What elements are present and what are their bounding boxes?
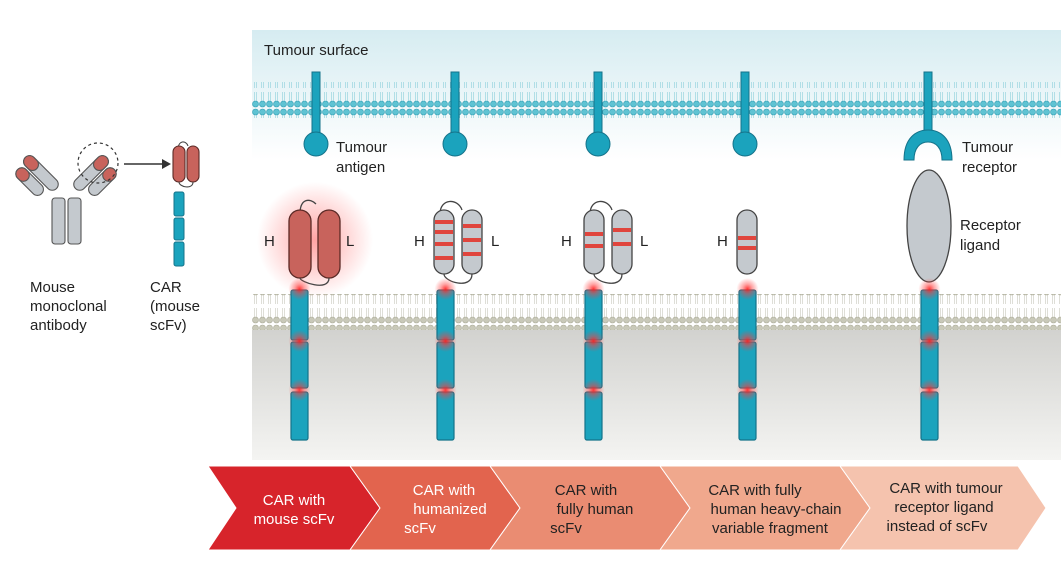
step-label-line: scFv (550, 520, 582, 537)
tumour-receptor (903, 71, 953, 161)
step-label-line: variable fragment (712, 520, 829, 537)
step-label-line: instead of scFv (887, 518, 988, 535)
light-chain-label: L (346, 233, 354, 250)
tumour-antigen (585, 71, 611, 157)
step-label-line: CAR with tumour (889, 480, 1002, 497)
tumour-antigen-label-line1: Tumour (336, 139, 387, 156)
tcell-membrane (252, 294, 1061, 330)
chevron-shape (839, 465, 1047, 551)
heavy-chain-label: H (561, 233, 572, 250)
step-label-line: CAR with fully (708, 482, 802, 499)
progression-arrows: CAR with mouse scFv CAR with humanized s… (207, 465, 1047, 551)
arrow-icon (124, 159, 171, 169)
step-label-line: fully human (557, 501, 634, 518)
step-label-line: CAR with (413, 482, 476, 499)
progression-step-4: CAR with fully human heavy-chain variabl… (659, 465, 871, 551)
tumour-antigen-label-line2: antigen (336, 159, 385, 176)
car-mouse-scfv (257, 182, 373, 441)
receptor-ligand-label-line2: ligand (960, 237, 1000, 254)
tumour-antigen (732, 71, 758, 157)
tcell-cytoplasm-background (252, 330, 1061, 460)
mouse-antibody-label-line3: antibody (30, 317, 87, 334)
step-label-line: humanized (413, 501, 486, 518)
heavy-chain-label: H (414, 233, 425, 250)
car-mouse-label-line2: (mouse (150, 298, 200, 315)
step-label-line: human heavy-chain (711, 501, 842, 518)
tumour-receptor-label-line2: receptor (962, 159, 1017, 176)
receptor-ligand-label-line1: Receptor (960, 217, 1021, 234)
step-label-line: scFv (404, 520, 436, 537)
car-mouse-label-line3: scFv) (150, 317, 187, 334)
step-label-line: CAR with (263, 492, 326, 509)
heavy-chain-label: H (264, 233, 275, 250)
progression-step-1: CAR with mouse scFv (207, 465, 381, 551)
car-mouse-label-line1: CAR (150, 279, 182, 296)
tumour-antigen (303, 71, 329, 157)
tumour-receptor-label-line1: Tumour (962, 139, 1013, 156)
mouse-antibody-label-line2: monoclonal (30, 298, 107, 315)
mouse-antibody-label-line1: Mouse (30, 279, 75, 296)
car-receptor-ligand (906, 169, 952, 441)
scfv-highlight-circle (77, 142, 119, 184)
car-humanized-scfv (433, 200, 483, 441)
tumour-antigens (303, 71, 758, 157)
mouse-monoclonal-antibody (15, 142, 119, 245)
progression-step-3: CAR with fully human scFv (489, 465, 691, 551)
heavy-chain-label: H (717, 233, 728, 250)
small-mouse-car (172, 141, 200, 267)
step-label-line: CAR with (555, 482, 618, 499)
car-fully-human-scfv (582, 200, 633, 441)
step-label-line: mouse scFv (254, 511, 335, 528)
progression-step-2: CAR with humanized scFv (349, 465, 521, 551)
tumour-antigen (442, 71, 468, 157)
light-chain-label: L (491, 233, 499, 250)
tumour-surface-label: Tumour surface (264, 42, 368, 59)
car-heavy-chain-fragment (736, 209, 759, 441)
light-chain-label: L (640, 233, 648, 250)
tumour-membrane (252, 82, 1061, 118)
step-label-line: receptor ligand (894, 499, 993, 516)
progression-step-5: CAR with tumour receptor ligand instead … (839, 465, 1047, 551)
